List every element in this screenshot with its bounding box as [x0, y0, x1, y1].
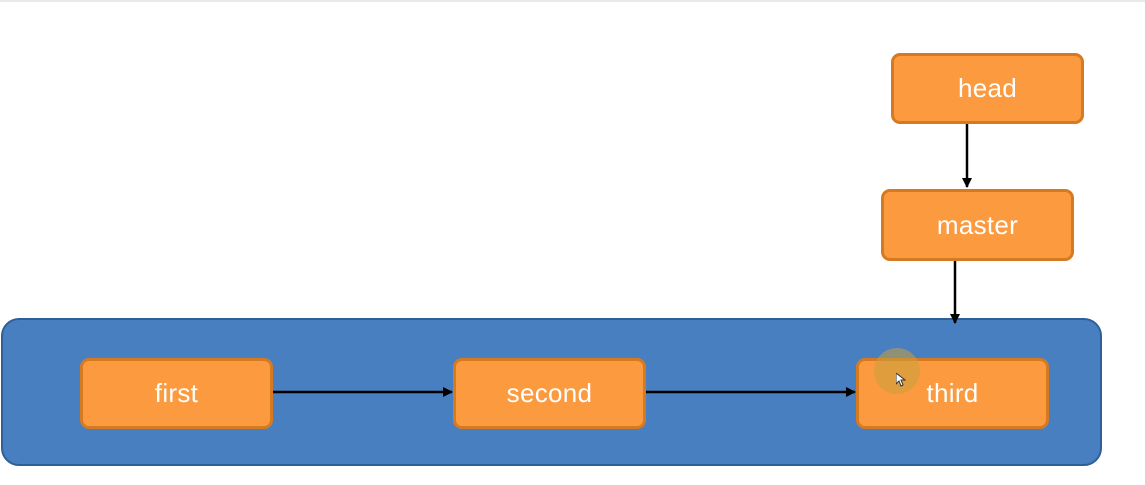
master-node[interactable]: master — [881, 189, 1074, 261]
cursor-highlight — [874, 348, 920, 394]
top-divider — [0, 0, 1145, 2]
head-node[interactable]: head — [891, 53, 1084, 124]
mouse-pointer-icon — [896, 373, 906, 387]
commit-node-label: second — [506, 378, 593, 408]
commit-node-label: third — [926, 378, 979, 408]
commit-node-second[interactable]: second — [453, 358, 646, 429]
master-node-label: master — [936, 209, 1019, 240]
commit-node-first[interactable]: first — [80, 358, 273, 429]
head-node-label: head — [957, 73, 1018, 103]
commit-node-label: first — [154, 378, 199, 408]
